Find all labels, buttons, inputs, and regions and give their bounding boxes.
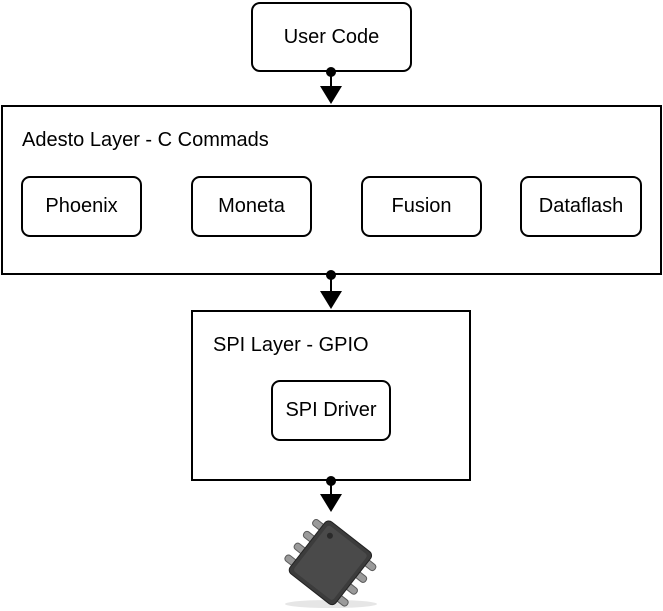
moneta-box: Moneta	[191, 176, 312, 237]
arrow-user-to-adesto	[320, 67, 342, 104]
arrow-spi-to-chip	[320, 476, 342, 512]
spi-driver-box: SPI Driver	[271, 380, 391, 441]
memory-chip-icon	[284, 518, 377, 608]
dataflash-box: Dataflash	[520, 176, 642, 237]
adesto-layer-title: Adesto Layer - C Commads	[22, 129, 269, 151]
arrow-adesto-to-spi	[320, 270, 342, 309]
spi-layer-title: SPI Layer - GPIO	[213, 334, 369, 356]
fusion-box: Fusion	[361, 176, 482, 237]
phoenix-box: Phoenix	[21, 176, 142, 237]
